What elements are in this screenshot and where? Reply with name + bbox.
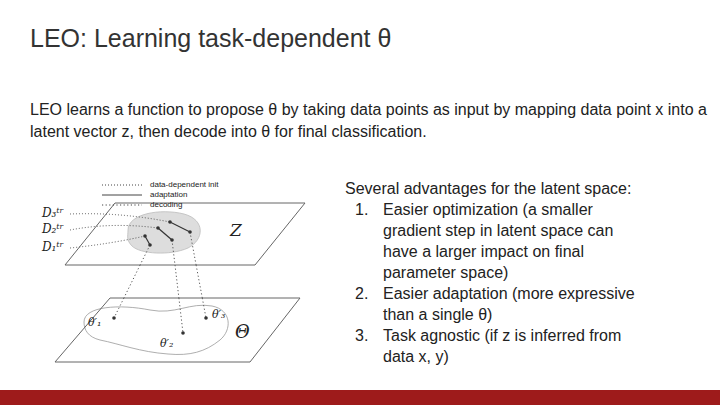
adaptation-line [170,222,190,232]
math-label: θ′₁ [88,316,102,329]
list-number: 2. [355,283,383,325]
plane-label: Θ [235,322,250,342]
list-number: 1. [355,199,383,283]
point [188,230,192,234]
math-label: θ′₂ [160,337,174,350]
point [204,316,208,320]
list-item: 3.Task agnostic (if z is inferred from d… [345,325,710,367]
math-label: θ′₃ [212,308,226,321]
decoding-line [114,298,124,318]
parameter-blob [84,305,228,354]
decoding-line [140,245,150,265]
latent-blob [128,212,201,253]
point [148,243,152,247]
point [156,226,160,230]
legend-row: data-dependent init [100,180,219,190]
legend-text: decoding [150,200,182,210]
decoding-connector [124,265,140,298]
legend-line [102,205,142,206]
plane: Θ [55,298,300,362]
legend: data-dependent initadaptationdecoding [100,180,219,210]
list-heading: Several advantages for the latent space: [345,178,710,199]
legend-line [102,185,142,186]
list-text: Easier optimization (a smaller gradient … [383,199,638,283]
point [112,316,116,320]
legend-sample [100,190,145,200]
list-text: Task agnostic (if z is inferred from dat… [383,325,638,367]
list-item: 1.Easier optimization (a smaller gradien… [345,199,710,283]
point [168,220,172,224]
math-label: D₁ᵗʳ [42,240,64,254]
plane-outline [65,203,305,265]
decoding-connector [175,265,179,298]
legend-text: data-dependent init [150,180,219,190]
point [170,238,174,242]
list-number: 3. [355,325,383,367]
legend-sample [100,200,145,210]
footer-bar [0,390,720,405]
legend-line [102,195,142,196]
advantages-list: Several advantages for the latent space:… [345,178,710,367]
list-item: 2.Easier adaptation (more expressive tha… [345,283,710,325]
adaptation-line [158,228,172,240]
legend-row: adaptation [100,190,219,200]
init-line [70,214,170,222]
legend-row: decoding [100,200,219,210]
plane-outline [55,298,300,362]
slide-title: LEO: Learning task-dependent θ [30,24,391,53]
decoding-line [190,232,196,265]
plane-shape [55,298,300,362]
plane: Z [65,203,305,265]
legend-text: adaptation [150,190,187,200]
point [143,234,147,238]
body-text: LEO learns a function to propose θ by ta… [30,99,720,143]
math-label: D₂ᵗʳ [42,222,64,236]
plane-label: Z [230,221,242,240]
init-line [70,225,158,230]
math-label: D₃ᵗʳ [42,206,64,220]
init-line [70,236,145,248]
list-text: Easier adaptation (more expressive than … [383,283,638,325]
point [181,331,185,335]
decoding-line [172,240,175,265]
decoding-line [179,298,183,333]
decoding-connector [196,265,202,298]
plane-shape [65,203,305,265]
decoding-line [202,298,206,318]
legend-sample [100,180,145,190]
